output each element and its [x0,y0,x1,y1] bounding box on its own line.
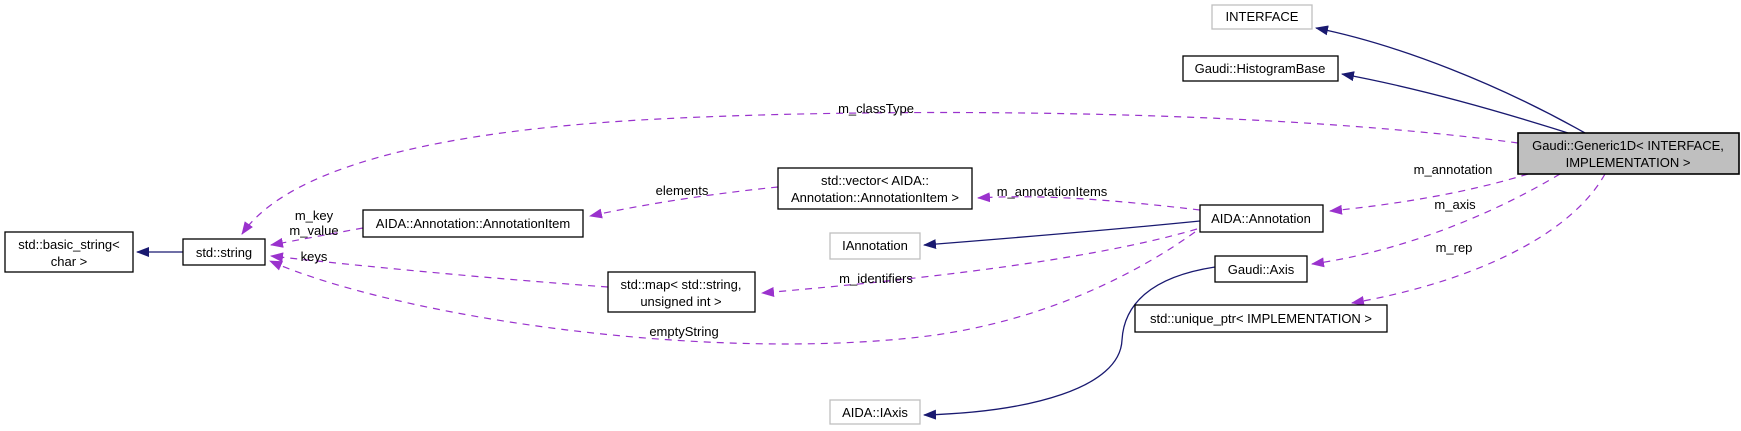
node-aida-annotation[interactable]: AIDA::Annotation [1199,204,1324,233]
edge-inherit-axis-iaxis [923,266,1216,420]
node-iannotation-label: IAnnotation [842,238,908,253]
edge-inherit-annotation-iannotation [923,220,1201,250]
edge-use-rep [1351,173,1606,306]
node-aida-iaxis: AIDA::IAxis [829,399,921,425]
edge-use-annotationitems [977,192,1201,211]
node-aida-annotation-label: AIDA::Annotation [1211,211,1311,226]
edge-use-key-value [270,227,364,248]
edge-label-emptystring: emptyString [649,324,718,339]
node-annotation-item[interactable]: AIDA::Annotation::AnnotationItem [362,209,584,238]
node-basic-string[interactable]: std::basic_string< char > [4,231,134,273]
edge-label-rep: m_rep [1436,240,1473,255]
node-std-map[interactable]: std::map< std::string, unsigned int > [607,271,756,313]
node-basic-string-line1: std::basic_string< [18,237,120,252]
edge-label-axis: m_axis [1434,197,1476,212]
edge-label-annotationitems: m_annotationItems [997,184,1108,199]
edge-use-keys [270,252,609,288]
node-gaudi-axis-label: Gaudi::Axis [1228,262,1295,277]
edge-use-classtype [241,111,1519,235]
edge-label-keys: keys [301,249,328,264]
node-gaudi-axis[interactable]: Gaudi::Axis [1214,255,1308,283]
edge-label-identifiers: m_identifiers [839,271,913,286]
node-vector-line1: std::vector< AIDA:: [821,173,929,188]
edge-use-annotation [1329,173,1529,215]
edge-use-elements [589,186,779,219]
node-std-map-line2: unsigned int > [640,294,721,309]
node-histogram-base[interactable]: Gaudi::HistogramBase [1182,55,1339,82]
node-iannotation: IAnnotation [829,232,921,260]
node-unique-ptr[interactable]: std::unique_ptr< IMPLEMENTATION > [1134,304,1388,333]
node-std-string[interactable]: std::string [182,238,266,266]
node-interface: INTERFACE [1211,4,1313,30]
node-std-string-label: std::string [196,245,252,260]
node-histogram-base-label: Gaudi::HistogramBase [1195,61,1326,76]
edge-label-key: m_key [295,208,334,223]
edge-inherit-generic1d-histogrambase [1341,71,1569,134]
node-basic-string-line2: char > [51,254,88,269]
node-vector-line2: Annotation::AnnotationItem > [791,190,959,205]
node-generic1d-line2: IMPLEMENTATION > [1566,155,1691,170]
node-unique-ptr-label: std::unique_ptr< IMPLEMENTATION > [1150,311,1372,326]
node-vector-annotation-item[interactable]: std::vector< AIDA:: Annotation::Annotati… [777,167,973,210]
edge-label-value: m_value [289,223,338,238]
node-generic1d: Gaudi::Generic1D< INTERFACE, IMPLEMENTAT… [1517,132,1740,175]
edge-label-classtype: m_classType [838,101,914,116]
node-generic1d-line1: Gaudi::Generic1D< INTERFACE, [1532,138,1724,153]
node-aida-iaxis-label: AIDA::IAxis [842,405,908,420]
edge-use-identifiers [761,228,1198,297]
edge-label-elements: elements [656,183,709,198]
node-interface-label: INTERFACE [1226,9,1299,24]
edge-label-annotation: m_annotation [1414,162,1493,177]
edge-use-axis [1311,173,1561,268]
node-std-map-line1: std::map< std::string, [620,277,741,292]
node-annotation-item-label: AIDA::Annotation::AnnotationItem [376,216,570,231]
edge-inherit-generic1d-interface [1315,25,1586,134]
